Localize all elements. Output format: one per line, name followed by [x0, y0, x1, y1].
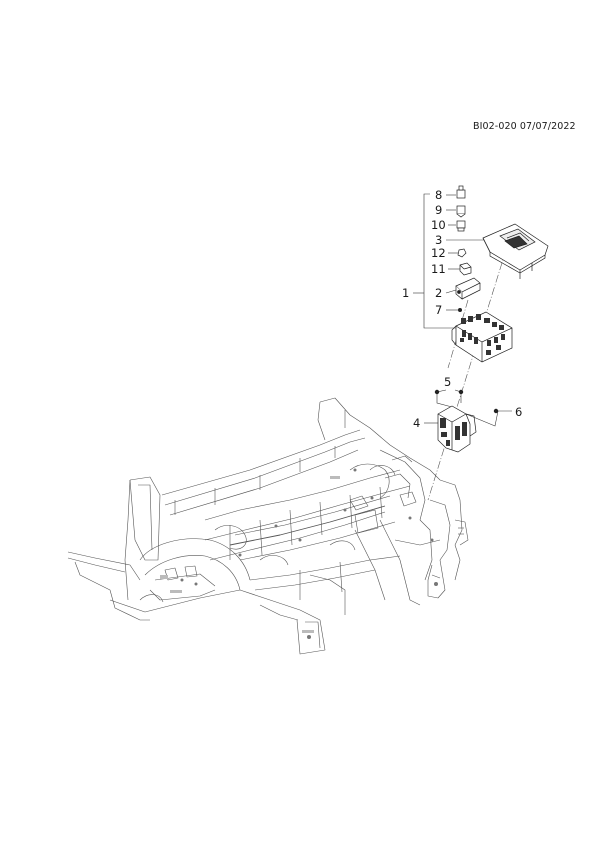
bolt-6-icon [493, 408, 499, 414]
cover-3 [482, 223, 549, 279]
callout-12[interactable]: 12 [431, 246, 446, 260]
callout-labels: 8 9 10 3 12 11 2 7 1 5 4 6 [402, 188, 522, 430]
callout-3[interactable]: 3 [435, 233, 442, 247]
mount-bracket-4 [437, 405, 477, 453]
callout-1[interactable]: 1 [402, 286, 409, 300]
callout-5[interactable]: 5 [444, 375, 451, 389]
callout-11[interactable]: 11 [431, 262, 446, 276]
bolts-5 [434, 389, 464, 395]
bolt-5a-icon [434, 389, 440, 395]
bolt-7-icon [458, 308, 462, 312]
assembly-axis [427, 249, 507, 501]
leader-lines [413, 193, 512, 427]
clip-10-icon [456, 220, 466, 232]
drawing-reference: BI02-020 07/07/2022 [473, 121, 576, 132]
clip-8-icon [456, 185, 466, 199]
connector-11-icon [459, 262, 472, 276]
callout-4[interactable]: 4 [413, 416, 420, 430]
fuse-box-1 [451, 311, 513, 363]
callout-9[interactable]: 9 [435, 203, 442, 217]
fastener-clips [456, 185, 472, 276]
clip-9-icon [456, 205, 466, 218]
bolt-5b-icon [458, 389, 464, 395]
vehicle-front-structure [67, 397, 469, 655]
callout-7[interactable]: 7 [435, 303, 442, 317]
nut-12-icon [457, 248, 467, 258]
callout-6[interactable]: 6 [515, 405, 522, 419]
callout-2[interactable]: 2 [435, 286, 442, 300]
callout-10[interactable]: 10 [431, 218, 446, 232]
bracket-2 [455, 277, 481, 300]
callout-8[interactable]: 8 [435, 188, 442, 202]
